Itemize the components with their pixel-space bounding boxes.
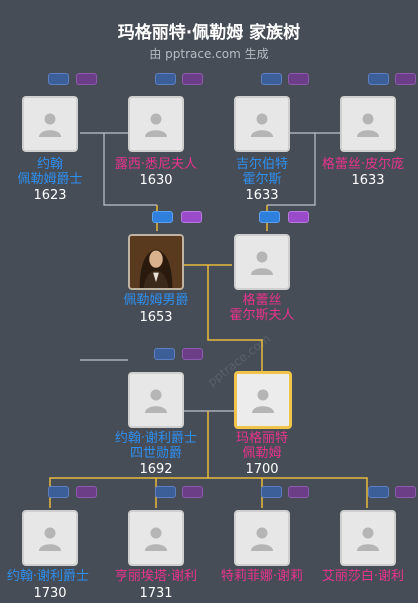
expand-father-icon[interactable] xyxy=(155,486,176,498)
person-year: 1653 xyxy=(139,310,173,325)
expand-father-icon[interactable] xyxy=(259,211,280,223)
person-silhouette-icon xyxy=(145,389,167,413)
gray-links xyxy=(80,132,340,412)
page-subtitle: 由 pptrace.com 生成 xyxy=(149,47,269,61)
expand-father-icon[interactable] xyxy=(152,211,173,223)
expand-mother-icon[interactable] xyxy=(181,211,202,223)
person-year: 1633 xyxy=(351,173,385,188)
expand-mother-icon[interactable] xyxy=(182,486,203,498)
person-year: 1630 xyxy=(139,173,173,188)
person-name: 霍尔斯夫人 xyxy=(229,308,295,323)
expand-father-icon[interactable] xyxy=(48,73,69,85)
expand-father-icon[interactable] xyxy=(154,348,175,360)
gold-links xyxy=(49,205,368,508)
person-name: 玛格丽特 xyxy=(235,431,288,446)
person-card-grace-pierrepont[interactable] xyxy=(340,96,396,152)
person-year: 1730 xyxy=(33,586,67,601)
person-name: 约翰·谢利爵士 xyxy=(114,431,198,446)
expand-father-icon[interactable] xyxy=(261,486,282,498)
person-card-gilbert-holles[interactable] xyxy=(234,96,290,152)
person-card-teresa-shelley[interactable] xyxy=(234,510,290,566)
person-card-elizabeth-shelley[interactable] xyxy=(340,510,396,566)
person-name: 露西·悉尼夫人 xyxy=(114,157,198,172)
expand-father-icon[interactable] xyxy=(368,486,389,498)
expand-mother-icon[interactable] xyxy=(182,348,203,360)
person-silhouette-icon xyxy=(145,527,167,551)
person-name: 约翰 xyxy=(36,157,63,172)
expand-mother-icon[interactable] xyxy=(76,73,97,85)
person-silhouette-icon xyxy=(251,113,273,137)
person-name: 亨丽埃塔·谢利 xyxy=(114,569,198,584)
expand-mother-icon[interactable] xyxy=(182,73,203,85)
person-silhouette-icon xyxy=(251,251,273,275)
person-name: 约翰·谢利爵士 xyxy=(6,569,90,584)
person-year: 1633 xyxy=(245,188,279,203)
expand-mother-icon[interactable] xyxy=(288,73,309,85)
person-silhouette-icon xyxy=(357,113,379,137)
person-card-lucy-sidney[interactable] xyxy=(128,96,184,152)
person-card-john-shelley[interactable] xyxy=(128,372,184,428)
expand-father-icon[interactable] xyxy=(368,73,389,85)
person-silhouette-icon xyxy=(39,113,61,137)
person-card-baron-pelham[interactable] xyxy=(128,234,184,290)
person-name: 特莉菲娜·谢莉 xyxy=(220,569,304,584)
person-name: 艾丽莎白·谢利 xyxy=(321,569,405,584)
person-name: 吉尔伯特 xyxy=(235,157,288,172)
person-year: 1692 xyxy=(139,462,173,477)
expand-mother-icon[interactable] xyxy=(395,73,416,85)
person-name: 格蕾丝 xyxy=(242,293,282,308)
expand-mother-icon[interactable] xyxy=(395,486,416,498)
person-silhouette-icon xyxy=(252,389,274,413)
expand-mother-icon[interactable] xyxy=(288,211,309,223)
page-title: 玛格丽特·佩勒姆 家族树 xyxy=(117,23,301,43)
person-card-john-shelley-jr[interactable] xyxy=(22,510,78,566)
person-card-henrietta-shelley[interactable] xyxy=(128,510,184,566)
person-year: 1623 xyxy=(33,188,67,203)
person-card-grace-holles[interactable] xyxy=(234,234,290,290)
person-name: 佩勒姆爵士 xyxy=(17,172,83,187)
expand-father-icon[interactable] xyxy=(155,73,176,85)
person-name: 格蕾丝·皮尔庞 xyxy=(321,157,405,172)
expand-father-icon[interactable] xyxy=(261,73,282,85)
expand-father-icon[interactable] xyxy=(48,486,69,498)
person-name: 霍尔斯 xyxy=(242,172,282,187)
person-card-margaret-pelham[interactable] xyxy=(234,371,292,429)
person-name: 佩勒姆男爵 xyxy=(123,293,189,308)
person-silhouette-icon xyxy=(39,527,61,551)
person-card-john-pelham[interactable] xyxy=(22,96,78,152)
portrait-photo xyxy=(130,236,182,288)
person-silhouette-icon xyxy=(251,527,273,551)
person-year: 1700 xyxy=(245,462,279,477)
expand-mother-icon[interactable] xyxy=(288,486,309,498)
person-silhouette-icon xyxy=(145,113,167,137)
person-name: 佩勒姆 xyxy=(242,446,282,461)
expand-mother-icon[interactable] xyxy=(76,486,97,498)
person-name: 四世勋爵 xyxy=(129,446,182,461)
person-silhouette-icon xyxy=(357,527,379,551)
person-year: 1731 xyxy=(139,586,173,601)
